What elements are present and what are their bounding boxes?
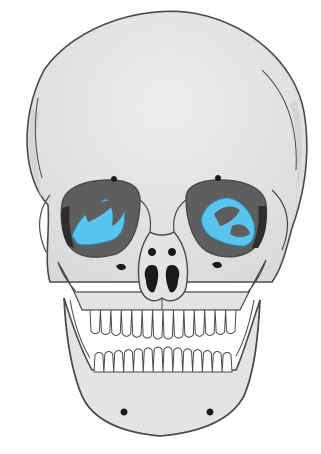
right-nasal-dot (168, 248, 176, 256)
upper-tooth (205, 310, 215, 335)
lower-tooth (183, 349, 193, 372)
right-mental-foramen (207, 409, 214, 416)
upper-tooth (121, 310, 131, 336)
lower-tooth (153, 347, 163, 372)
lower-tooth (163, 347, 173, 372)
upper-tooth (173, 310, 183, 338)
upper-tooth (100, 310, 110, 335)
upper-tooth (184, 310, 194, 337)
lower-teeth (94, 347, 232, 372)
lower-tooth (222, 352, 232, 372)
lower-tooth (193, 350, 203, 372)
lower-tooth (212, 351, 222, 372)
left-mental-foramen (121, 409, 128, 416)
right-supraorbital-notch (215, 175, 221, 181)
upper-tooth (226, 310, 236, 334)
lower-tooth (124, 350, 134, 372)
lower-tooth (104, 351, 114, 372)
upper-tooth (142, 310, 152, 338)
lower-tooth (114, 351, 124, 372)
upper-tooth (90, 310, 100, 334)
lower-tooth (202, 351, 212, 372)
left-supraorbital-notch (111, 176, 117, 182)
lower-tooth (94, 352, 104, 372)
left-nasal-dot (148, 248, 156, 256)
lower-tooth (143, 348, 153, 372)
upper-tooth (153, 310, 163, 339)
upper-tooth (215, 310, 225, 335)
upper-tooth (132, 310, 142, 337)
lower-tooth (173, 348, 183, 372)
upper-teeth (90, 310, 236, 339)
lower-tooth (133, 349, 143, 372)
upper-tooth (111, 310, 121, 335)
upper-tooth (194, 310, 204, 336)
upper-tooth (163, 310, 173, 339)
nasal-aperture (138, 232, 187, 301)
